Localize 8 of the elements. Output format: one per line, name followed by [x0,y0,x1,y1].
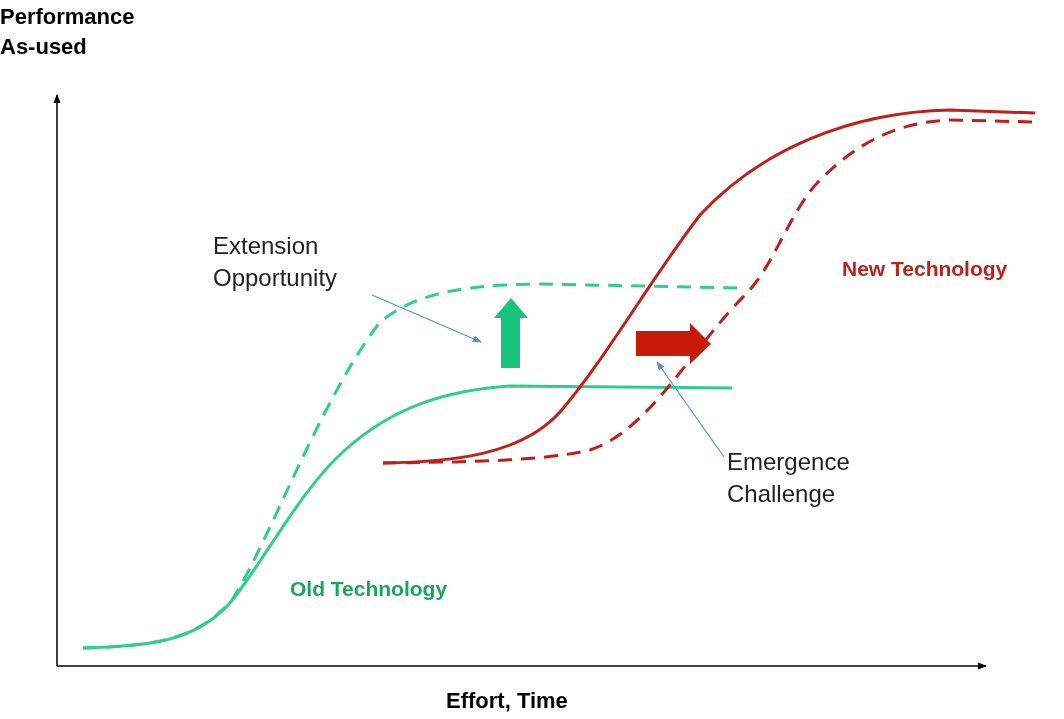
callout-text: Emergence Challenge [727,446,897,511]
axis-title: Performance As-used [0,3,136,61]
curve-label: Old Technology [290,576,449,602]
leader-line [371,294,482,343]
axis-title: Effort, Time [446,687,569,715]
curve-label: New Technology [842,256,1009,282]
callout-text: Extension Opportunity [213,230,383,295]
leader-line [656,361,725,458]
